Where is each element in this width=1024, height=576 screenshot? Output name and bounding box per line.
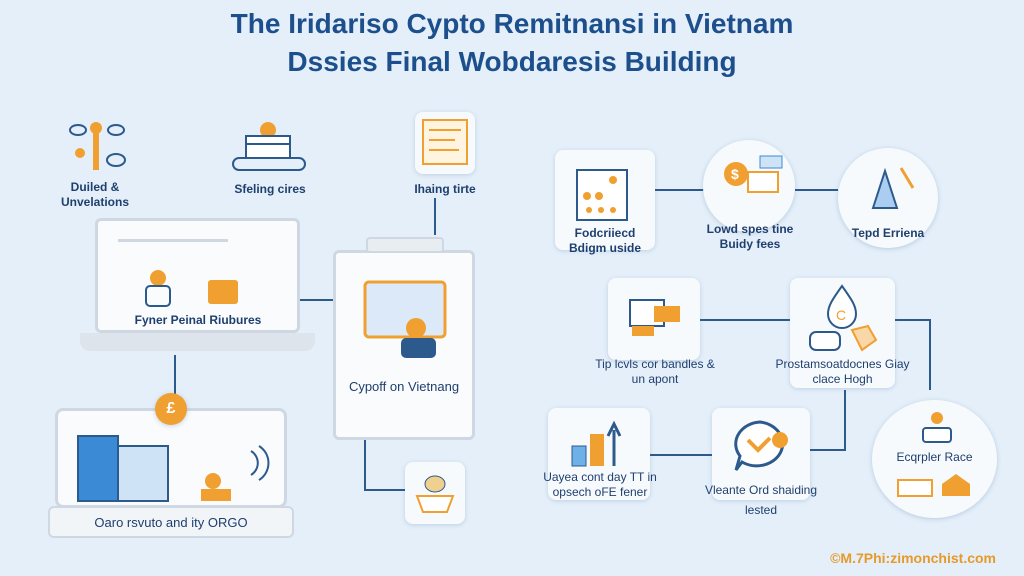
node-8: Ecqrpler Race: [872, 400, 997, 518]
laptop-label: Fyner Peinal Riubures: [134, 313, 262, 327]
bank-icon: [230, 120, 310, 175]
tablet: Cypoff on Vietnang: [333, 237, 475, 440]
monitor-base: Oaro rsvuto and ity ORGO: [48, 506, 294, 538]
money-bag-icon: $: [724, 155, 783, 193]
node-label: Tip lcvls cor bandles & un apont: [595, 357, 715, 386]
node-6: [548, 408, 650, 500]
top-icon-label-3: Ihaing tirte: [414, 182, 476, 196]
node-4: [608, 278, 700, 360]
node-label: Lowd spes tine Buidy fees: [706, 222, 794, 251]
node-label: Vleante Ord shaiding lested: [704, 483, 818, 517]
node-label: Tepd Erriena: [851, 226, 925, 240]
chat-check-icon: [734, 420, 788, 471]
svg-text:C: C: [836, 307, 846, 323]
coins-icon: [415, 475, 455, 513]
growth-chart-icon: [571, 420, 622, 467]
coin-icon: £: [155, 393, 187, 425]
network-icon: [68, 118, 128, 173]
bell-icon: [871, 167, 915, 209]
node-1: Fodcriiecd Bdigm uside: [555, 150, 655, 255]
watermark: ©M.7Phi:zimonchist.com: [830, 550, 996, 566]
people-icon: [145, 270, 238, 307]
node-label: Ecqrpler Race: [896, 450, 973, 464]
dashboard-icon: [576, 169, 628, 221]
screen-user-icon: [363, 280, 447, 358]
top-icon-label-2: Sfeling cires: [234, 182, 306, 196]
store-icon: [897, 474, 970, 497]
node-label: Uayea cont day TT in opsech oFE fener: [543, 470, 657, 499]
document-icon: [422, 119, 468, 165]
node-5: C: [790, 278, 895, 388]
node-label: Prostamsoatdocnes Giay clace Hogh: [775, 357, 910, 386]
node-label: Fodcriiecd Bdigm uside: [568, 226, 641, 255]
tablet-label: Cypoff on Vietnang: [348, 379, 460, 394]
node-7: [712, 408, 810, 500]
coins-card: [405, 462, 465, 524]
laptop: Fyner Peinal Riubures: [95, 218, 300, 333]
cards-icon: [629, 299, 680, 336]
node-3: Tepd Erriena: [838, 148, 938, 248]
node-2: $: [703, 140, 795, 232]
document-card: [415, 112, 475, 174]
title-line-2: Dssies Final Wobdaresis Building: [287, 46, 737, 77]
svg-text:$: $: [731, 166, 739, 182]
top-icon-label-1: Duiled & Unvelations: [60, 180, 129, 209]
title-line-1: The Iridariso Cypto Remitnansi in Vietna…: [230, 8, 794, 39]
coin-drop-icon: C: [809, 284, 878, 352]
cart-icon: [922, 412, 952, 443]
monitor-label: Oaro rsvuto and ity ORGO: [94, 515, 248, 530]
wallet-icon: [77, 435, 270, 502]
laptop-base: [80, 333, 315, 351]
